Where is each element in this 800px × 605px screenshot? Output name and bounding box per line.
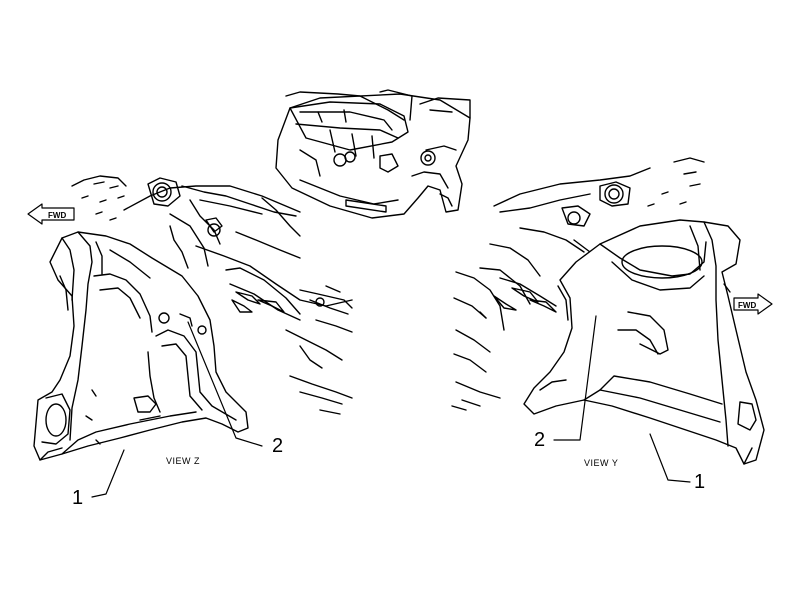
vehicle-rear-view	[275, 89, 471, 219]
leader-right-fastener-2	[553, 315, 597, 441]
view-label-left: VIEW Z	[166, 456, 200, 466]
right-trim-panel	[523, 219, 765, 465]
fwd-arrow-right	[733, 293, 773, 315]
fwd-label-left: FWD	[48, 211, 66, 220]
fwd-arrow-left	[27, 203, 75, 225]
view-label-right: VIEW Y	[584, 458, 619, 468]
callout-right-part: 1	[694, 471, 706, 493]
leader-left-part-1	[91, 449, 125, 498]
callout-right-fastener: 2	[534, 429, 546, 451]
leader-lines	[91, 315, 691, 498]
leader-left-fastener-2	[187, 321, 263, 447]
left-trim-panel	[33, 231, 249, 461]
fwd-label-right: FWD	[738, 301, 756, 310]
left-view-body-structure	[71, 175, 353, 415]
callout-left-fastener: 2	[272, 435, 284, 457]
callout-left-part: 1	[72, 487, 84, 509]
right-view-body-structure	[451, 157, 705, 411]
leader-right-part-1	[649, 433, 691, 483]
